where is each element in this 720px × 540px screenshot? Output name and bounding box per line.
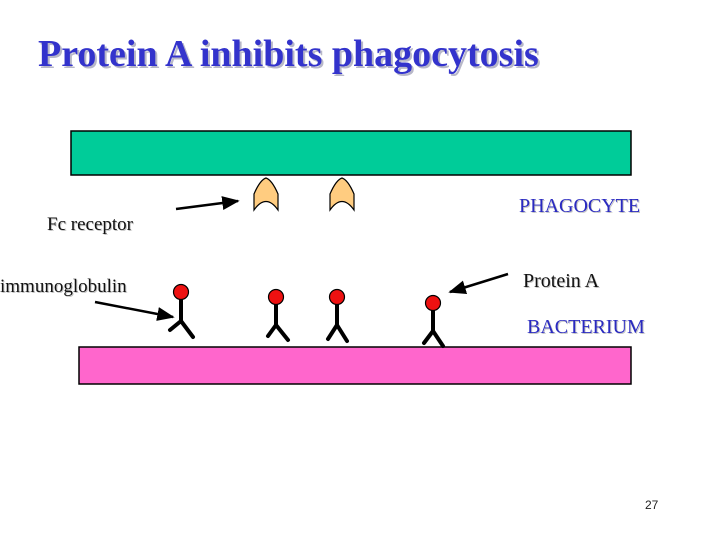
fc-receptor-shape	[329, 177, 355, 212]
protein-a-arrow	[448, 272, 509, 295]
fc-receptor-shape	[253, 177, 279, 212]
slide-title: Protein A inhibits phagocytosis	[38, 33, 539, 75]
protein-a-dot	[328, 288, 346, 306]
phagocyte-bar	[70, 130, 632, 176]
slide-number: 27	[645, 498, 659, 512]
phagocyte-label: PHAGOCYTE	[519, 195, 641, 217]
immunoglobulin-shape	[168, 298, 195, 339]
protein-a-dot	[172, 283, 190, 301]
immunoglobulin-shape	[422, 308, 445, 348]
protein-a-dot	[424, 294, 442, 312]
protein-a-label: Protein A	[523, 270, 600, 292]
immunoglobulin-arrow	[94, 300, 175, 321]
immunoglobulin-shape	[266, 302, 290, 342]
immunoglobulin-shape	[326, 302, 349, 343]
bacterium-bar	[78, 346, 632, 385]
bacterium-label: BACTERIUM	[527, 316, 645, 338]
fc-receptor-label: Fc receptor	[47, 214, 133, 235]
protein-a-dot	[267, 288, 285, 306]
immunoglobulin-label: immunoglobulin	[0, 276, 127, 297]
fc-receptor-arrow	[175, 196, 240, 211]
